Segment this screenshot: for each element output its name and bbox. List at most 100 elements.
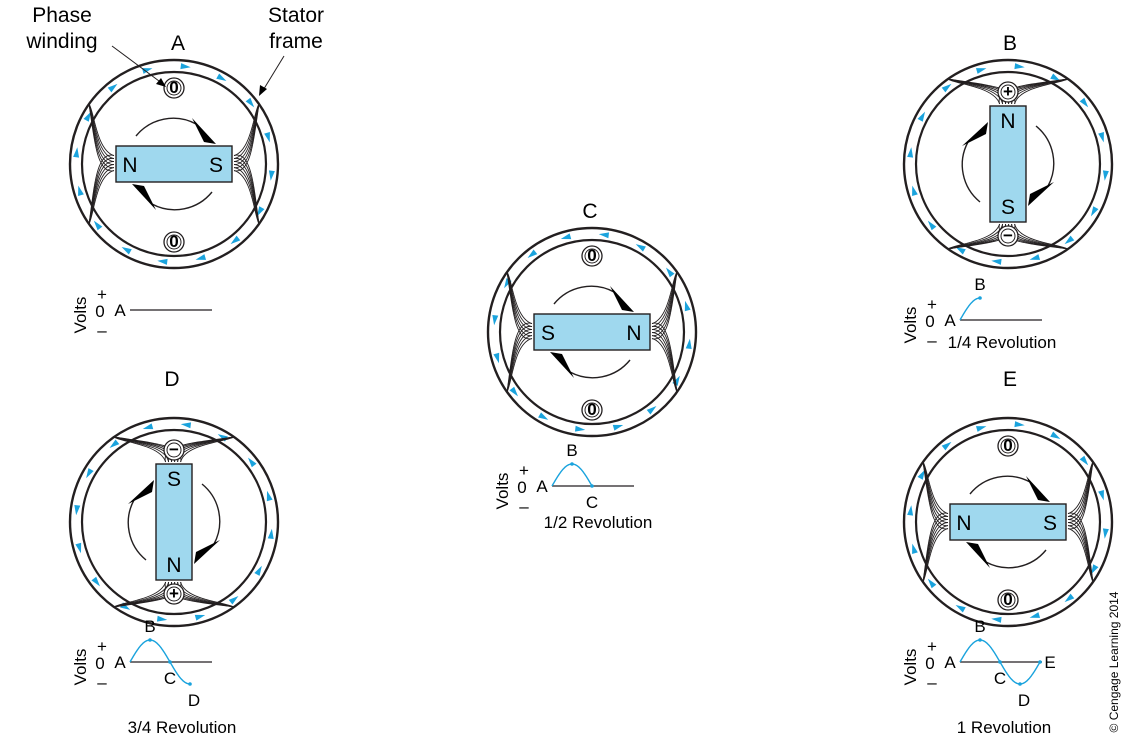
- pole-left: N: [956, 512, 971, 535]
- flux-line: [88, 103, 115, 172]
- waveform-curve: [129, 639, 190, 685]
- pole-right: S: [209, 154, 223, 177]
- phase-winding-terminal-top: 0: [1003, 436, 1012, 455]
- callout-stator-frame-line1: Stator: [268, 4, 324, 27]
- point-c-label: C: [586, 493, 598, 512]
- plus-sign: +: [97, 285, 107, 304]
- rotor-magnet: [989, 105, 1027, 223]
- volts-label: Volts: [901, 649, 920, 686]
- rotation-arc: [969, 475, 1031, 495]
- rotation-arrowhead: [128, 480, 154, 504]
- rotation-arrowhead: [1028, 182, 1054, 206]
- flux-arrowhead: [1050, 431, 1061, 440]
- point-b-label: B: [974, 617, 985, 636]
- phase-winding-terminal-bottom: −: [1003, 226, 1013, 245]
- pole-top: S: [167, 468, 181, 491]
- flux-line: [180, 581, 235, 608]
- phase-winding-terminal-top: +: [1003, 82, 1013, 101]
- phase-winding-terminal-bottom: +: [169, 584, 179, 603]
- callout-leader: [111, 45, 164, 85]
- waveform-point: [978, 638, 982, 642]
- flux-arrowhead: [684, 300, 691, 312]
- flux-arrowhead: [78, 185, 84, 197]
- rotation-arrowhead: [550, 352, 574, 378]
- flux-arrowhead: [1098, 131, 1104, 143]
- point-a-label: A: [114, 301, 126, 320]
- flux-arrowhead: [74, 504, 81, 516]
- point-a-label: A: [536, 477, 548, 496]
- point-a-label: A: [944, 311, 956, 330]
- flux-arrowhead: [955, 246, 966, 255]
- waveform-point: [570, 462, 574, 466]
- zero-label: 0: [925, 312, 934, 331]
- flux-arrowhead: [685, 338, 692, 350]
- volts-label: Volts: [71, 297, 90, 334]
- flux-arrowhead: [91, 576, 100, 587]
- copyright-credit: © Cengage Learning 2014: [1107, 591, 1121, 732]
- phase-winding-terminal-top-inner: [1000, 84, 1016, 100]
- phase-winding-terminal-top-inner: [166, 442, 182, 458]
- flux-arrowhead: [646, 406, 657, 415]
- flux-arrowhead: [612, 424, 624, 431]
- flux-arrowhead: [574, 425, 586, 432]
- callout-arrowhead: [156, 78, 166, 87]
- rotation-arrowhead: [132, 184, 156, 210]
- plus-sign: +: [519, 461, 529, 480]
- flux-arrowhead: [121, 246, 132, 255]
- waveform-point: [998, 660, 1002, 664]
- flux-line: [922, 461, 949, 530]
- phase-winding-terminal-top-inner: [1000, 438, 1016, 454]
- flux-arrowhead: [493, 352, 500, 364]
- minus-sign: –: [519, 497, 529, 516]
- flux-arrowhead: [955, 604, 966, 613]
- flux-arrowhead: [1014, 421, 1025, 428]
- rotation-arrowhead: [966, 542, 990, 568]
- waveform-point: [148, 638, 152, 642]
- callout-phase-winding-line2: winding: [25, 30, 97, 53]
- flux-arrowhead: [267, 528, 274, 540]
- flux-arrowhead: [180, 63, 191, 70]
- flux-line: [506, 271, 533, 340]
- flux-line: [233, 170, 260, 225]
- minus-sign: –: [97, 673, 107, 692]
- flux-arrowhead: [109, 439, 120, 448]
- flux-arrowhead: [142, 423, 154, 430]
- flux-line: [1067, 528, 1094, 583]
- callout-leader: [261, 55, 285, 93]
- flux-arrowhead: [1029, 612, 1041, 618]
- flux-line: [1014, 78, 1069, 105]
- volts-label: Volts: [493, 473, 512, 510]
- flux-line: [651, 271, 678, 340]
- pole-left: S: [541, 322, 555, 345]
- flux-arrowhead: [1090, 564, 1099, 575]
- flux-arrowhead: [157, 258, 168, 265]
- flux-arrowhead: [1079, 455, 1089, 466]
- waveform-point: [590, 484, 594, 488]
- flux-arrowhead: [1090, 206, 1099, 217]
- flux-arrowhead: [941, 83, 952, 93]
- flux-arrowhead: [927, 578, 937, 589]
- phase-winding-terminal-bottom-inner: [1000, 592, 1016, 608]
- zero-label: 0: [95, 654, 104, 673]
- rotation-arc: [961, 141, 981, 203]
- revolution-label: 1 Revolution: [957, 718, 1052, 737]
- flux-arrowhead: [527, 249, 538, 258]
- flux-arrowhead: [991, 616, 1002, 623]
- panel-label: B: [1003, 32, 1017, 55]
- rotation-arc: [201, 483, 221, 545]
- flux-arrowhead: [1079, 97, 1089, 108]
- pole-left: N: [122, 154, 137, 177]
- flux-arrowhead: [917, 469, 926, 480]
- waveform-point: [1038, 660, 1042, 664]
- point-c-label: C: [164, 669, 176, 688]
- flux-arrowhead: [245, 97, 255, 108]
- point-b-label: B: [144, 617, 155, 636]
- flux-arrowhead: [1102, 170, 1109, 181]
- flux-arrowhead: [598, 232, 610, 239]
- pole-bottom: N: [166, 554, 181, 577]
- flux-arrowhead: [975, 426, 987, 432]
- flux-arrowhead: [1098, 489, 1104, 501]
- flux-arrowhead: [666, 267, 675, 278]
